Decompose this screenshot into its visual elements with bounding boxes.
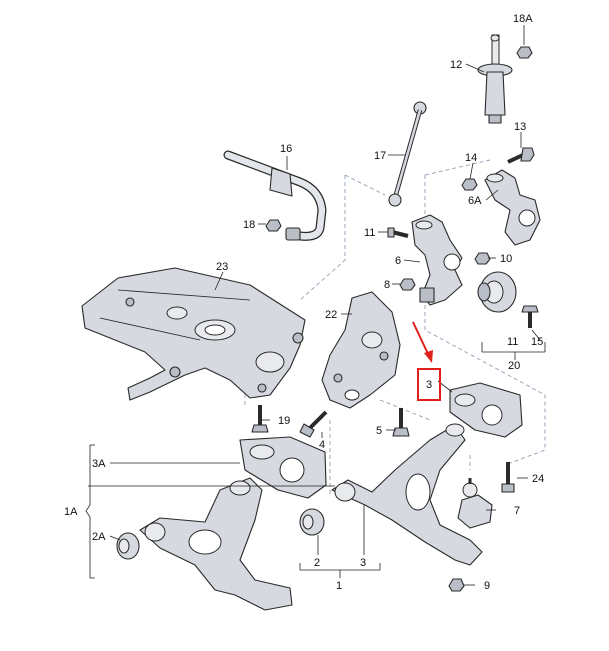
- nut-18: [265, 219, 282, 232]
- wheel-bearing-housing-6A: [484, 169, 541, 246]
- label-19: 19: [278, 415, 290, 427]
- label-20: 20: [508, 360, 520, 372]
- strut-12: [477, 34, 513, 124]
- label-6: 6: [395, 255, 401, 267]
- nut-10: [474, 252, 491, 265]
- bolt-13: [507, 147, 535, 164]
- label-1: 1: [336, 580, 342, 592]
- control-arm-1: [331, 423, 483, 566]
- label-12: 12: [450, 59, 462, 71]
- label-3-highlighted: 3: [426, 379, 432, 391]
- label-3A: 3A: [92, 458, 106, 470]
- nut-14: [461, 178, 478, 191]
- label-13: 13: [514, 121, 526, 133]
- stabilizer-bar-16: [223, 150, 327, 241]
- label-4: 4: [319, 439, 325, 451]
- subframe-23: [81, 267, 306, 401]
- nut-8: [399, 278, 416, 291]
- bush-2: [299, 508, 325, 536]
- bracket-lines: [85, 342, 546, 579]
- control-arm-1A: [139, 477, 293, 611]
- label-18: 18: [243, 219, 255, 231]
- bolt-4: [299, 410, 328, 438]
- label-24: 24: [532, 473, 544, 485]
- bolt-11-upper: [387, 227, 409, 238]
- bush-3: [449, 382, 523, 438]
- label-3: 3: [360, 557, 366, 569]
- ball-joint-7: [457, 478, 493, 529]
- label-22: 22: [325, 309, 337, 321]
- highlight-callout: [412, 321, 441, 401]
- label-5: 5: [376, 425, 382, 437]
- nut-18A: [516, 46, 533, 59]
- label-11-lower: 11: [507, 336, 518, 348]
- label-6A: 6A: [468, 195, 482, 207]
- bush-3A: [239, 436, 327, 499]
- label-1A: 1A: [64, 506, 78, 518]
- label-2: 2: [314, 557, 320, 569]
- bolt-24: [501, 462, 515, 493]
- part-labels: 18A 12 13 14 6A 16 17 18 11 6 10 8 23 22…: [64, 13, 544, 592]
- label-10: 10: [500, 253, 512, 265]
- leader-lines: [88, 25, 541, 586]
- bolt-5: [392, 408, 410, 437]
- bush-2A: [116, 532, 140, 560]
- label-23: 23: [216, 261, 228, 273]
- bolt-19: [251, 405, 269, 433]
- coupling-rod-17: [388, 101, 427, 207]
- label-16: 16: [280, 143, 292, 155]
- label-2A: 2A: [92, 531, 106, 543]
- label-14: 14: [465, 152, 477, 164]
- label-15: 15: [531, 336, 543, 348]
- label-17: 17: [374, 150, 386, 162]
- label-18A: 18A: [513, 13, 533, 25]
- label-7: 7: [514, 505, 520, 517]
- wheel-bearing-housing-6: [411, 214, 463, 306]
- label-9: 9: [484, 580, 490, 592]
- label-11-upper: 11: [364, 227, 375, 239]
- label-8: 8: [384, 279, 390, 291]
- nut-9: [448, 578, 465, 592]
- wheel-hub: [477, 271, 517, 313]
- bracket-22: [321, 291, 401, 409]
- bolt-15: [521, 305, 539, 328]
